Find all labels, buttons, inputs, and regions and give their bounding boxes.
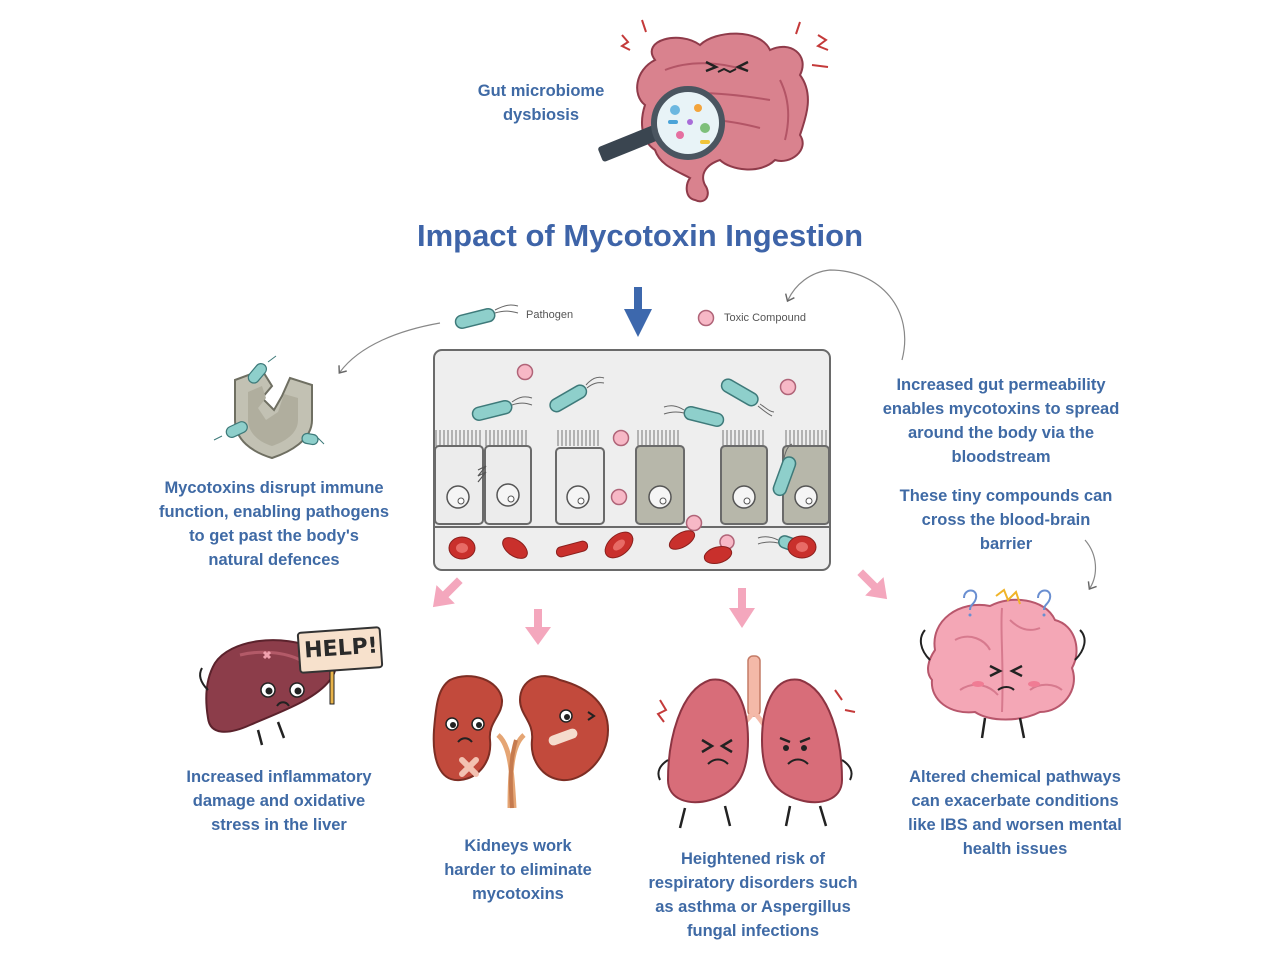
brain-label-line: can exacerbate conditions [911,792,1119,810]
legend-toxin-icon [697,309,715,327]
liver-label-line: damage and oxidative [192,792,366,810]
kidney-label-line: harder to eliminate [444,861,592,879]
brain-label-line: health issues [962,840,1068,858]
curved-arrow-to-brain [1084,539,1097,591]
curved-arrow-to-shield [338,322,441,374]
lung-label-line: respiratory disorders such [648,874,858,892]
brain-label: Altered chemical pathways can exacerbate… [884,765,1146,861]
permeability-label-line: around the body via the [907,424,1095,442]
liver-icon [199,626,384,746]
lung-label: Heightened risk of respiratory disorders… [626,847,880,943]
lung-label-line: Heightened risk of [681,850,825,868]
kidney-label: Kidneys work harder to eliminate mycotox… [418,834,618,906]
legend-pathogen-icon [454,304,519,330]
gut-wall-diagram [433,349,831,571]
pink-arrows [432,569,888,645]
lung-label-line: as asthma or Aspergillus [655,898,851,916]
brain-label-line: Altered chemical pathways [909,768,1121,786]
lungs-icon [656,655,856,829]
bbb-label-line: These tiny compounds can [899,487,1113,505]
permeability-label-line: Increased gut permeability [896,376,1106,394]
gut-dysbiosis-label: Gut microbiome dysbiosis [436,79,646,127]
blood-brain-barrier-label: These tiny compounds can cross the blood… [876,484,1136,556]
permeability-label-line: enables mycotoxins to spread [882,400,1120,418]
intestine-icon [620,19,829,203]
down-arrow-main [624,287,652,337]
page-title: Impact of Mycotoxin Ingestion [416,218,864,253]
liver-label: Increased inflammatory damage and oxidat… [164,765,394,837]
kidney-label-line: mycotoxins [472,885,564,903]
gut-label-line: dysbiosis [502,106,580,124]
bbb-label-line: barrier [979,535,1033,553]
immune-label-line: Mycotoxins disrupt immune [164,479,384,497]
magnifier-icon [598,86,725,162]
gut-label-line: Gut microbiome [477,82,605,100]
kidney-label-line: Kidneys work [464,837,572,855]
permeability-label-line: bloodstream [951,448,1051,466]
legend-pathogen-label: Pathogen [526,309,574,321]
help-sign-text: HELP! [303,633,379,664]
lung-label-line: fungal infections [687,922,819,940]
immune-label: Mycotoxins disrupt immune function, enab… [134,476,414,572]
liver-label-line: Increased inflammatory [186,768,372,786]
bbb-label-line: cross the blood-brain [921,511,1091,529]
brain-icon [919,588,1086,739]
kidneys-icon [432,675,610,809]
legend-toxic-compound-label: Toxic Compound [724,312,806,324]
permeability-label: Increased gut permeability enables mycot… [860,373,1142,469]
immune-label-line: function, enabling pathogens [158,503,390,521]
immune-label-line: to get past the body's [189,527,359,545]
liver-label-line: stress in the liver [211,816,347,834]
broken-shield-icon [213,355,325,460]
immune-label-line: natural defences [208,551,340,569]
curved-arrow-permeability [784,269,906,361]
brain-label-line: like IBS and worsen mental [908,816,1122,834]
